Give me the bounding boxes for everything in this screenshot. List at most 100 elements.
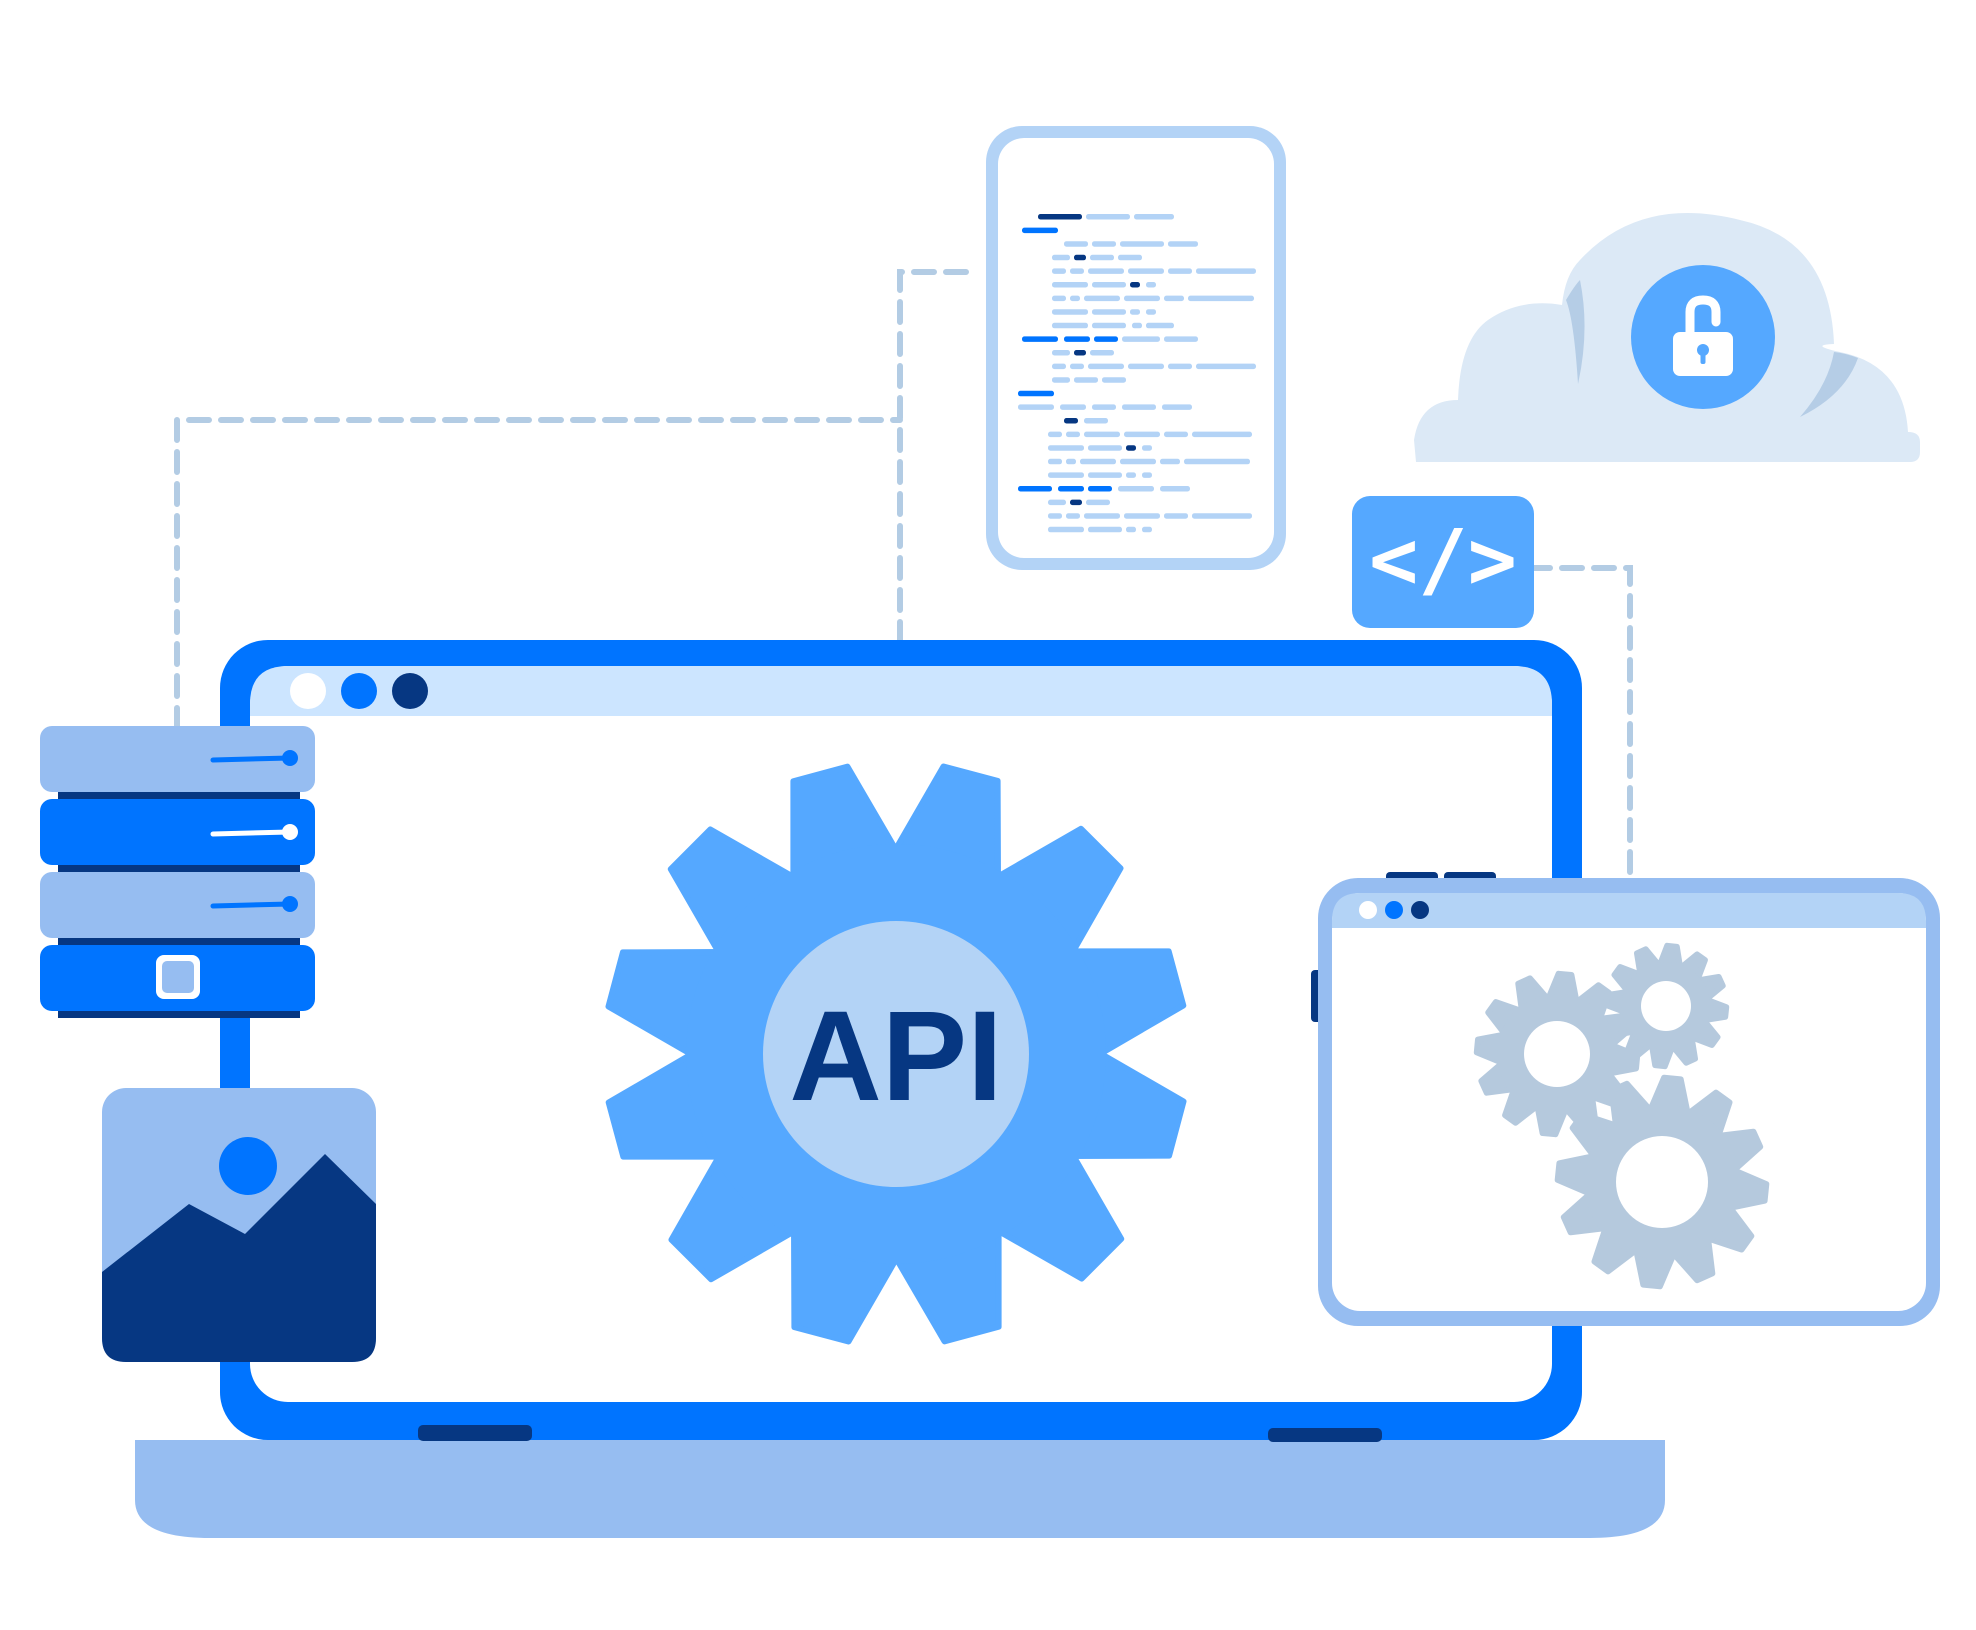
code-line bbox=[1092, 404, 1116, 410]
code-line bbox=[1066, 458, 1076, 465]
code-tag-icon: </> bbox=[1352, 496, 1534, 628]
server-led-3 bbox=[282, 896, 298, 912]
gear-icon bbox=[1602, 942, 1730, 1070]
code-line bbox=[1124, 513, 1160, 519]
code-line bbox=[1052, 254, 1070, 261]
code-line bbox=[1088, 363, 1124, 370]
code-line bbox=[1126, 445, 1136, 451]
code-line bbox=[1070, 499, 1082, 506]
server-unit-2 bbox=[40, 799, 315, 865]
code-line bbox=[1074, 350, 1086, 356]
server-led-line-1 bbox=[210, 755, 293, 763]
browser-window-icon bbox=[1311, 872, 1940, 1326]
code-tag-label: </> bbox=[1369, 513, 1517, 608]
server-icon bbox=[40, 726, 315, 1110]
code-line bbox=[1052, 268, 1066, 274]
code-line bbox=[1134, 214, 1174, 220]
window-dot-navy bbox=[1411, 901, 1429, 919]
code-line bbox=[1092, 241, 1116, 247]
code-line bbox=[1128, 268, 1164, 274]
connector-code-to-window bbox=[1527, 565, 1633, 883]
code-line bbox=[1084, 295, 1120, 302]
code-line bbox=[1088, 526, 1122, 533]
code-line bbox=[1070, 268, 1084, 274]
laptop-foot-left bbox=[418, 1425, 532, 1441]
cloud-shade-right bbox=[1800, 352, 1858, 417]
cloud-icon bbox=[1414, 213, 1920, 462]
code-line bbox=[1090, 350, 1114, 356]
code-line bbox=[1088, 472, 1122, 478]
window-dot-blue bbox=[1385, 901, 1403, 919]
window-titlebar bbox=[1332, 893, 1926, 928]
server-led-line-2 bbox=[210, 829, 293, 837]
code-line bbox=[1052, 350, 1070, 356]
connector-lines bbox=[174, 269, 1633, 883]
code-line bbox=[1122, 404, 1156, 410]
code-line bbox=[1164, 513, 1188, 519]
code-line bbox=[1164, 431, 1188, 438]
code-line bbox=[1192, 431, 1252, 438]
image-icon bbox=[102, 1088, 376, 1362]
laptop-titlebar bbox=[250, 666, 1552, 716]
code-line bbox=[1130, 282, 1140, 288]
api-label: API bbox=[789, 985, 1002, 1128]
code-line bbox=[1168, 268, 1192, 274]
code-line bbox=[1130, 309, 1140, 315]
code-line bbox=[1124, 431, 1160, 438]
lock-shackle bbox=[1685, 295, 1721, 345]
api-gear: API bbox=[605, 763, 1187, 1345]
code-line bbox=[1188, 295, 1254, 302]
code-line bbox=[1048, 431, 1062, 438]
code-line bbox=[1086, 499, 1110, 506]
server-unit-3 bbox=[40, 872, 315, 938]
code-line bbox=[1094, 336, 1118, 342]
code-line bbox=[1018, 390, 1054, 397]
code-line bbox=[1084, 431, 1120, 438]
code-document-icon bbox=[986, 126, 1286, 570]
code-line bbox=[1048, 445, 1084, 451]
code-line bbox=[1132, 322, 1142, 329]
window-dot-blue bbox=[341, 673, 377, 709]
code-line bbox=[1092, 309, 1126, 315]
code-line bbox=[1074, 254, 1086, 261]
image-mountain bbox=[102, 1154, 376, 1362]
code-line bbox=[1090, 254, 1114, 261]
code-line bbox=[1142, 526, 1152, 533]
code-line bbox=[1126, 472, 1136, 478]
server-led-1 bbox=[282, 750, 298, 766]
code-line bbox=[1070, 363, 1084, 370]
code-line bbox=[1066, 513, 1080, 519]
gear-hub bbox=[763, 921, 1029, 1187]
window-dot-white bbox=[1359, 901, 1377, 919]
code-line bbox=[1118, 254, 1142, 261]
gear-icon bbox=[1554, 1074, 1770, 1290]
gear-hole bbox=[1524, 1021, 1590, 1087]
code-line bbox=[1048, 499, 1066, 506]
code-line bbox=[1120, 241, 1164, 247]
code-line bbox=[1192, 513, 1252, 519]
document-page bbox=[998, 138, 1274, 558]
window-dot-white bbox=[290, 673, 326, 709]
code-line bbox=[1070, 295, 1080, 302]
code-line bbox=[1088, 486, 1112, 492]
laptop-base bbox=[135, 1440, 1665, 1538]
code-line bbox=[1128, 363, 1164, 370]
code-line bbox=[1052, 363, 1066, 370]
code-line bbox=[1052, 377, 1070, 383]
code-line bbox=[1088, 268, 1124, 274]
server-unit-1 bbox=[40, 726, 315, 792]
code-tag-badge bbox=[1352, 496, 1534, 628]
code-line bbox=[1084, 513, 1120, 519]
code-line bbox=[1102, 377, 1126, 383]
code-line bbox=[1080, 458, 1116, 465]
code-line bbox=[1064, 336, 1090, 342]
code-line bbox=[1022, 227, 1058, 234]
laptop-foot-right bbox=[1268, 1428, 1382, 1442]
connector-server-to-document bbox=[174, 417, 903, 731]
gears-group bbox=[1473, 942, 1770, 1290]
cloud-shade-left bbox=[1566, 280, 1585, 384]
code-line bbox=[1126, 526, 1136, 533]
code-line bbox=[1084, 418, 1108, 424]
code-line bbox=[1064, 241, 1088, 247]
code-line bbox=[1168, 241, 1198, 247]
